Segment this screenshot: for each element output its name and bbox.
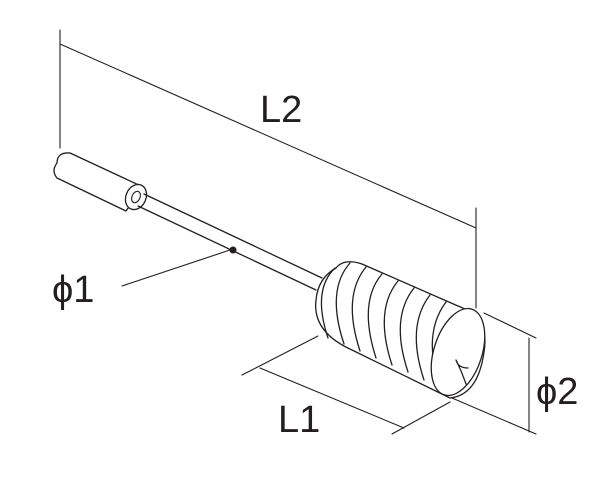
phi2-extension-bottom [451,397,537,435]
l1-label: L1 [278,399,320,441]
phi2-extension-top [483,312,537,339]
bristle-ring [415,294,431,381]
wire-edge-lower [137,205,317,291]
phi1-label: ϕ1 [52,269,94,311]
l1-dimension [241,335,451,435]
wire-shaft [137,193,323,291]
brush-head [315,261,486,399]
l1-extension-left [241,335,319,376]
wire-edge-upper [143,193,323,279]
handle-end-cap [124,183,148,211]
bristle-ring [383,280,399,366]
handle-bore [131,190,141,204]
bristle-ring [367,273,383,359]
l1-extension-right [391,401,451,435]
bristle-ring [320,267,336,339]
phi2-dimension [451,312,537,435]
handle-tube [53,152,148,212]
l2-dimension-line [59,43,477,229]
phi1-leader-line [121,249,231,287]
brush-bristle-rings [320,262,447,388]
phi1-leader-dot [229,246,237,254]
brush-tip-face [430,307,486,397]
phi2-label: ϕ2 [536,371,578,413]
l2-label: L2 [260,89,302,131]
brush-tip-wire-loop [455,359,469,385]
l2-dimension [59,29,477,309]
phi1-leader [121,246,237,287]
bristle-ring [399,287,415,373]
bristle-ring [351,266,367,352]
bristle-ring [335,262,351,345]
l1-dimension-line [259,367,405,429]
